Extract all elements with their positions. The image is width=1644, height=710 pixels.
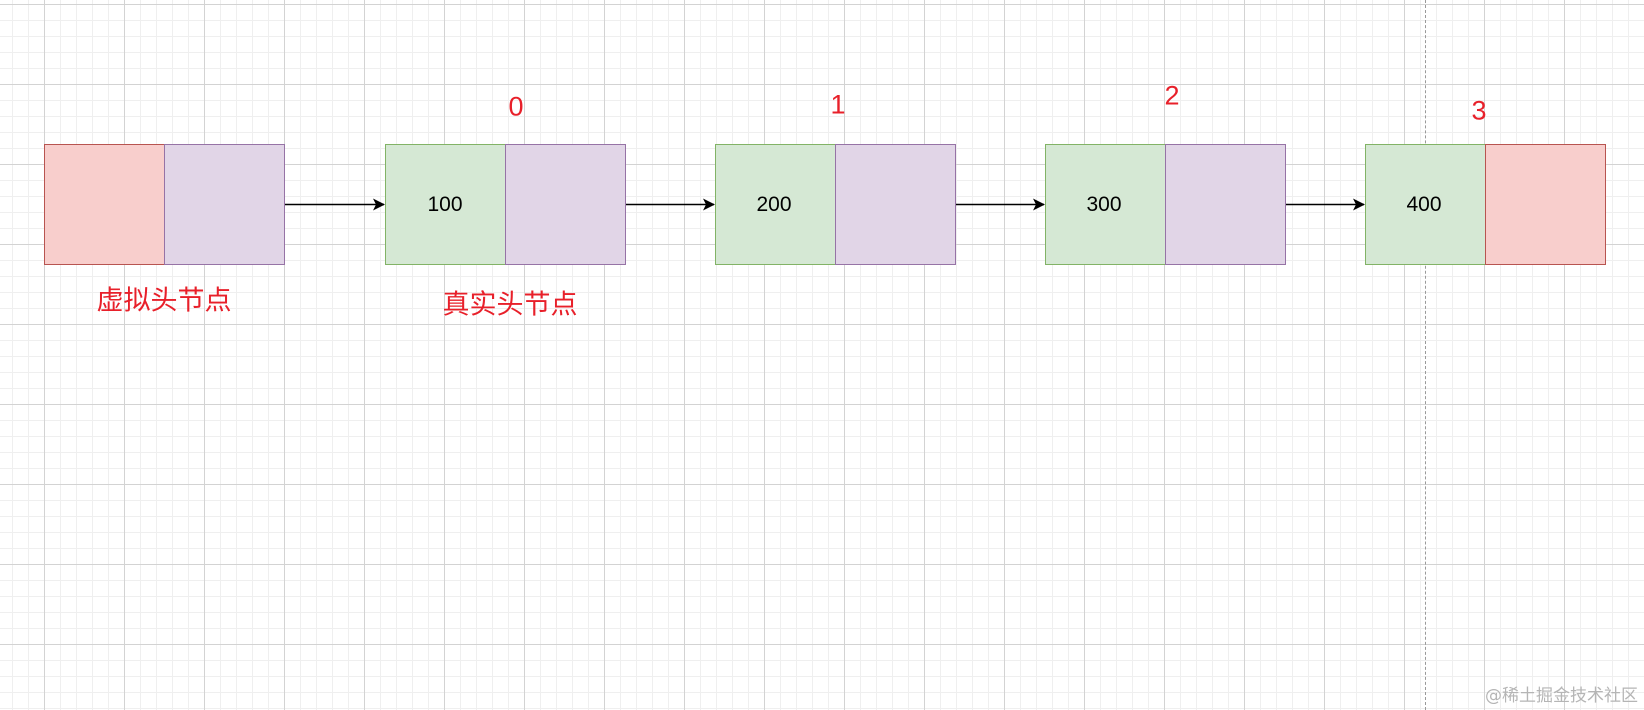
node-3-index-label: 3	[1471, 95, 1487, 126]
node-0-data-cell[interactable]	[385, 144, 506, 265]
node-2-data-cell[interactable]	[1045, 144, 1166, 265]
node-2-value: 300	[1086, 193, 1122, 216]
watermark: @稀土掘金技术社区	[1485, 686, 1638, 706]
page-break-guide	[1425, 0, 1426, 710]
node-1-data-cell[interactable]	[715, 144, 836, 265]
dummy-head-next-cell[interactable]	[164, 144, 285, 265]
node-0-next-cell[interactable]	[505, 144, 626, 265]
real-head-caption: 真实头节点	[442, 289, 578, 321]
node-3-data-cell[interactable]	[1365, 144, 1486, 265]
node-3-next-cell[interactable]	[1485, 144, 1606, 265]
node-1-index-label: 1	[830, 89, 846, 120]
node-2-next-cell[interactable]	[1165, 144, 1286, 265]
node-0-index-label: 0	[508, 91, 524, 122]
dummy-head-caption: 虚拟头节点	[96, 285, 232, 317]
node-1-next-cell[interactable]	[835, 144, 956, 265]
node-3-value: 400	[1406, 193, 1442, 216]
node-0-value: 100	[427, 193, 463, 216]
node-2-index-label: 2	[1164, 80, 1180, 111]
node-1-value: 200	[756, 193, 792, 216]
dummy-head-data-cell[interactable]	[44, 144, 165, 265]
